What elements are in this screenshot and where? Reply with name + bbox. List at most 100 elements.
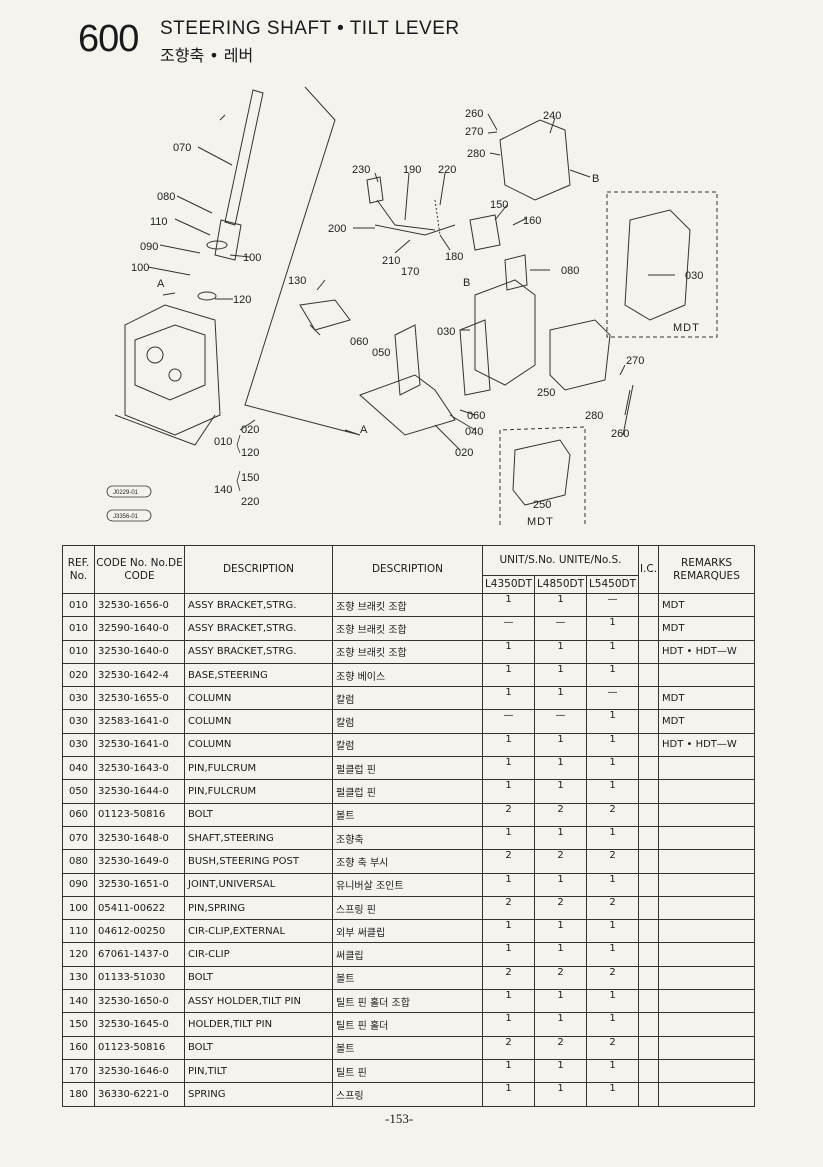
mdt-box-1 <box>606 191 718 338</box>
cell-rem: MDT <box>658 686 755 711</box>
cell-desc-en: ASSY HOLDER,TILT PIN <box>184 989 333 1014</box>
callout-210: 210 <box>382 255 400 267</box>
cell-code: 67061-1437-0 <box>94 942 185 967</box>
frame-line-a <box>244 86 361 436</box>
page-title-korean: 조향축 • 레버 <box>160 46 254 65</box>
stamp-1-oval <box>106 485 152 498</box>
cell-ic <box>638 732 659 758</box>
cell-desc-ko: 볼트 <box>332 1035 483 1060</box>
callout-220: 220 <box>438 164 456 176</box>
cell-qty: 1 <box>586 1058 639 1084</box>
cell-ic <box>638 616 659 641</box>
diagram-svg: 070 080 110 090 100 100 120 A 260 270 28… <box>106 86 718 528</box>
cell-code: 32530-1655-0 <box>94 686 185 711</box>
cell-desc-en: BASE,STEERING <box>184 662 333 688</box>
callout-270: 270 <box>465 126 483 138</box>
cell-ic <box>638 872 659 897</box>
cell-ic <box>638 756 659 781</box>
cell-desc-en: COLUMN <box>184 709 333 734</box>
cell-qty: — <box>586 686 639 711</box>
cell-code: 01123-50816 <box>94 802 185 827</box>
callout-040: 040 <box>465 426 483 438</box>
callout-080-b: 080 <box>561 265 579 277</box>
cell-rem: MDT <box>658 616 755 641</box>
header-model-1: L4350DT <box>482 575 535 594</box>
mdt-label-2: MDT <box>527 516 554 528</box>
cell-qty: 1 <box>482 825 535 851</box>
cell-desc-ko: 틸트 핀 <box>332 1058 483 1084</box>
cell-ic <box>638 662 659 688</box>
cell-code: 32530-1644-0 <box>94 779 185 804</box>
callout-170: 170 <box>401 266 419 278</box>
cell-code: 32530-1651-0 <box>94 872 185 897</box>
cell-ic <box>638 825 659 851</box>
callout-020: 020 <box>455 447 473 459</box>
cell-desc-en: BUSH,STEERING POST <box>184 849 333 874</box>
cell-ic <box>638 802 659 827</box>
cell-code: 32530-1645-0 <box>94 1012 185 1037</box>
base-steering-drawing <box>359 374 456 436</box>
cell-qty: 1 <box>482 872 535 897</box>
cell-ic <box>638 1058 659 1084</box>
parts-list-table: REF. No. CODE No. No.DE CODE DESCRIPTION… <box>62 545 755 1107</box>
cell-desc-ko: 볼트 <box>332 965 483 991</box>
stamp-1: J0229-01 <box>113 490 139 496</box>
cell-qty: 1 <box>534 686 587 711</box>
header-description-ko: DESCRIPTION <box>332 545 483 594</box>
cell-qty: 2 <box>534 965 587 991</box>
cell-code: 01133-51030 <box>94 965 185 991</box>
cell-ref: 090 <box>62 872 95 897</box>
cell-rem <box>658 825 755 851</box>
cell-desc-en: COLUMN <box>184 686 333 711</box>
cell-qty: 1 <box>482 1012 535 1037</box>
cell-qty: 2 <box>482 895 535 921</box>
cell-qty: 1 <box>586 639 639 664</box>
cell-qty: 1 <box>482 919 535 944</box>
cell-desc-en: CIR-CLIP <box>184 942 333 967</box>
cover-240-drawing <box>499 119 571 201</box>
cell-qty: 1 <box>534 592 587 618</box>
cell-desc-en: ASSY BRACKET,STRG. <box>184 639 333 664</box>
cell-qty: 1 <box>534 825 587 851</box>
cell-qty: 2 <box>534 802 587 827</box>
callout-150: 150 <box>490 199 508 211</box>
cell-qty: 1 <box>534 919 587 944</box>
cell-desc-en: BOLT <box>184 1035 333 1060</box>
callout-a: A <box>157 278 165 290</box>
cell-ref: 120 <box>62 942 95 967</box>
cell-qty: 1 <box>482 1058 535 1084</box>
cell-desc-ko: 칼럼 <box>332 709 483 734</box>
cell-qty: 2 <box>482 849 535 874</box>
callout-260-b: 260 <box>611 428 629 440</box>
cell-ref: 010 <box>62 592 95 618</box>
cell-qty: 1 <box>534 662 587 688</box>
circlip-drawing <box>197 291 217 301</box>
cell-qty: 1 <box>534 942 587 967</box>
cell-code: 04612-00250 <box>94 919 185 944</box>
cell-qty: 2 <box>482 965 535 991</box>
cell-desc-ko: 스프링 핀 <box>332 895 483 921</box>
header-remarks: REMARKS REMARQUES <box>658 545 755 594</box>
cell-code: 32530-1656-0 <box>94 592 185 618</box>
cell-desc-ko: 조향 축 부시 <box>332 849 483 874</box>
cell-ref: 150 <box>62 1012 95 1037</box>
cell-desc-en: BOLT <box>184 802 333 827</box>
callout-180: 180 <box>445 251 463 263</box>
cell-rem <box>658 919 755 944</box>
cell-desc-ko: 펄클럽 핀 <box>332 756 483 781</box>
cell-desc-en: SHAFT,STEERING <box>184 825 333 851</box>
header-ic: I.C. <box>638 545 659 594</box>
cell-rem <box>658 1035 755 1060</box>
cell-desc-ko: 펄클럽 핀 <box>332 779 483 804</box>
cell-qty: 1 <box>534 732 587 758</box>
cell-qty: 1 <box>586 942 639 967</box>
cell-qty: — <box>534 709 587 734</box>
